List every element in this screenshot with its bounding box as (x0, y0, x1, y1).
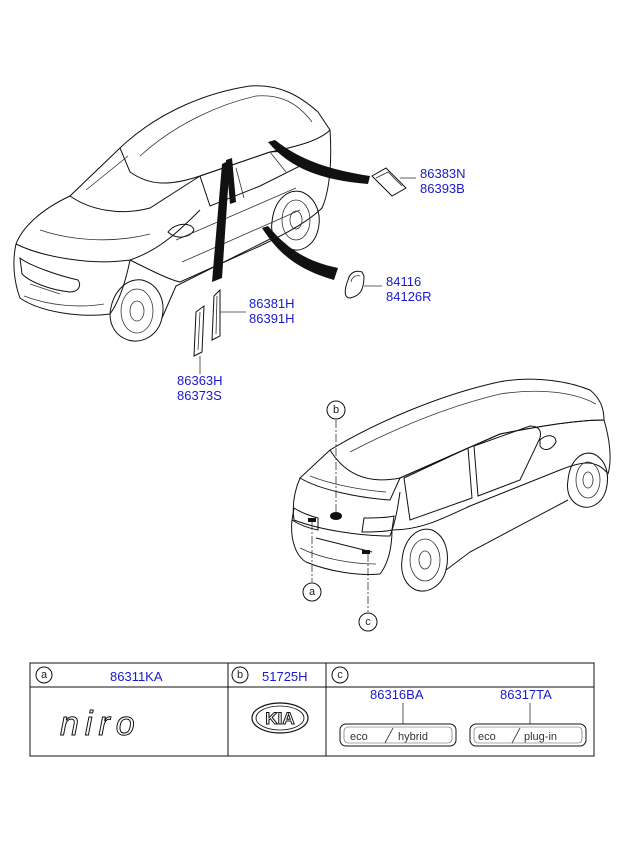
part-number-86363h: 86363H (177, 373, 223, 388)
part-84116-shape (344, 270, 365, 299)
legend-table: a 86311KA niro b 51725H KIA c 86316BA 86… (29, 662, 595, 757)
table-col-c-letter: c (337, 669, 343, 681)
callout-c: c (358, 612, 378, 632)
callout-a-label: a (309, 586, 316, 598)
callout-b: b (326, 400, 346, 420)
part-number-86393b: 86393B (420, 181, 465, 196)
rear-car-illustration (291, 378, 611, 592)
eco-hybrid-badge-right: hybrid (398, 731, 428, 743)
table-part-86311ka: 86311KA (110, 669, 163, 684)
part-number-86391h: 86391H (249, 311, 295, 326)
eco-plugin-badge: eco plug-in (469, 723, 587, 747)
part-number-86373s: 86373S (177, 388, 222, 403)
callout-b-label: b (333, 404, 339, 416)
part-number-86381h: 86381H (249, 296, 295, 311)
kia-emblem-outline (251, 702, 309, 734)
part-number-86383n: 86383N (420, 166, 466, 181)
eco-hybrid-badge-left: eco (350, 731, 368, 743)
eco-plugin-badge-right: plug-in (524, 731, 557, 743)
part-86383n-shape (371, 167, 407, 197)
front-car-illustration (13, 85, 370, 342)
eco-plugin-badge-left: eco (478, 731, 496, 743)
eco-hybrid-badge: eco hybrid (339, 723, 457, 747)
table-part-86317ta: 86317TA (500, 687, 552, 702)
callout-a: a (302, 582, 322, 602)
niro-emblem: niro (60, 705, 141, 743)
part-number-84126r: 84126R (386, 289, 432, 304)
table-part-86316ba: 86316BA (370, 687, 424, 702)
callout-c-label: c (365, 616, 371, 628)
part-86363h-shape (193, 304, 205, 357)
part-86381h-shape (211, 288, 221, 341)
table-part-51725h: 51725H (262, 669, 308, 684)
table-col-a-letter: a (41, 669, 48, 681)
table-col-b-letter: b (237, 669, 243, 681)
part-number-84116: 84116 (386, 274, 421, 289)
kia-emblem: KIA (265, 709, 294, 728)
